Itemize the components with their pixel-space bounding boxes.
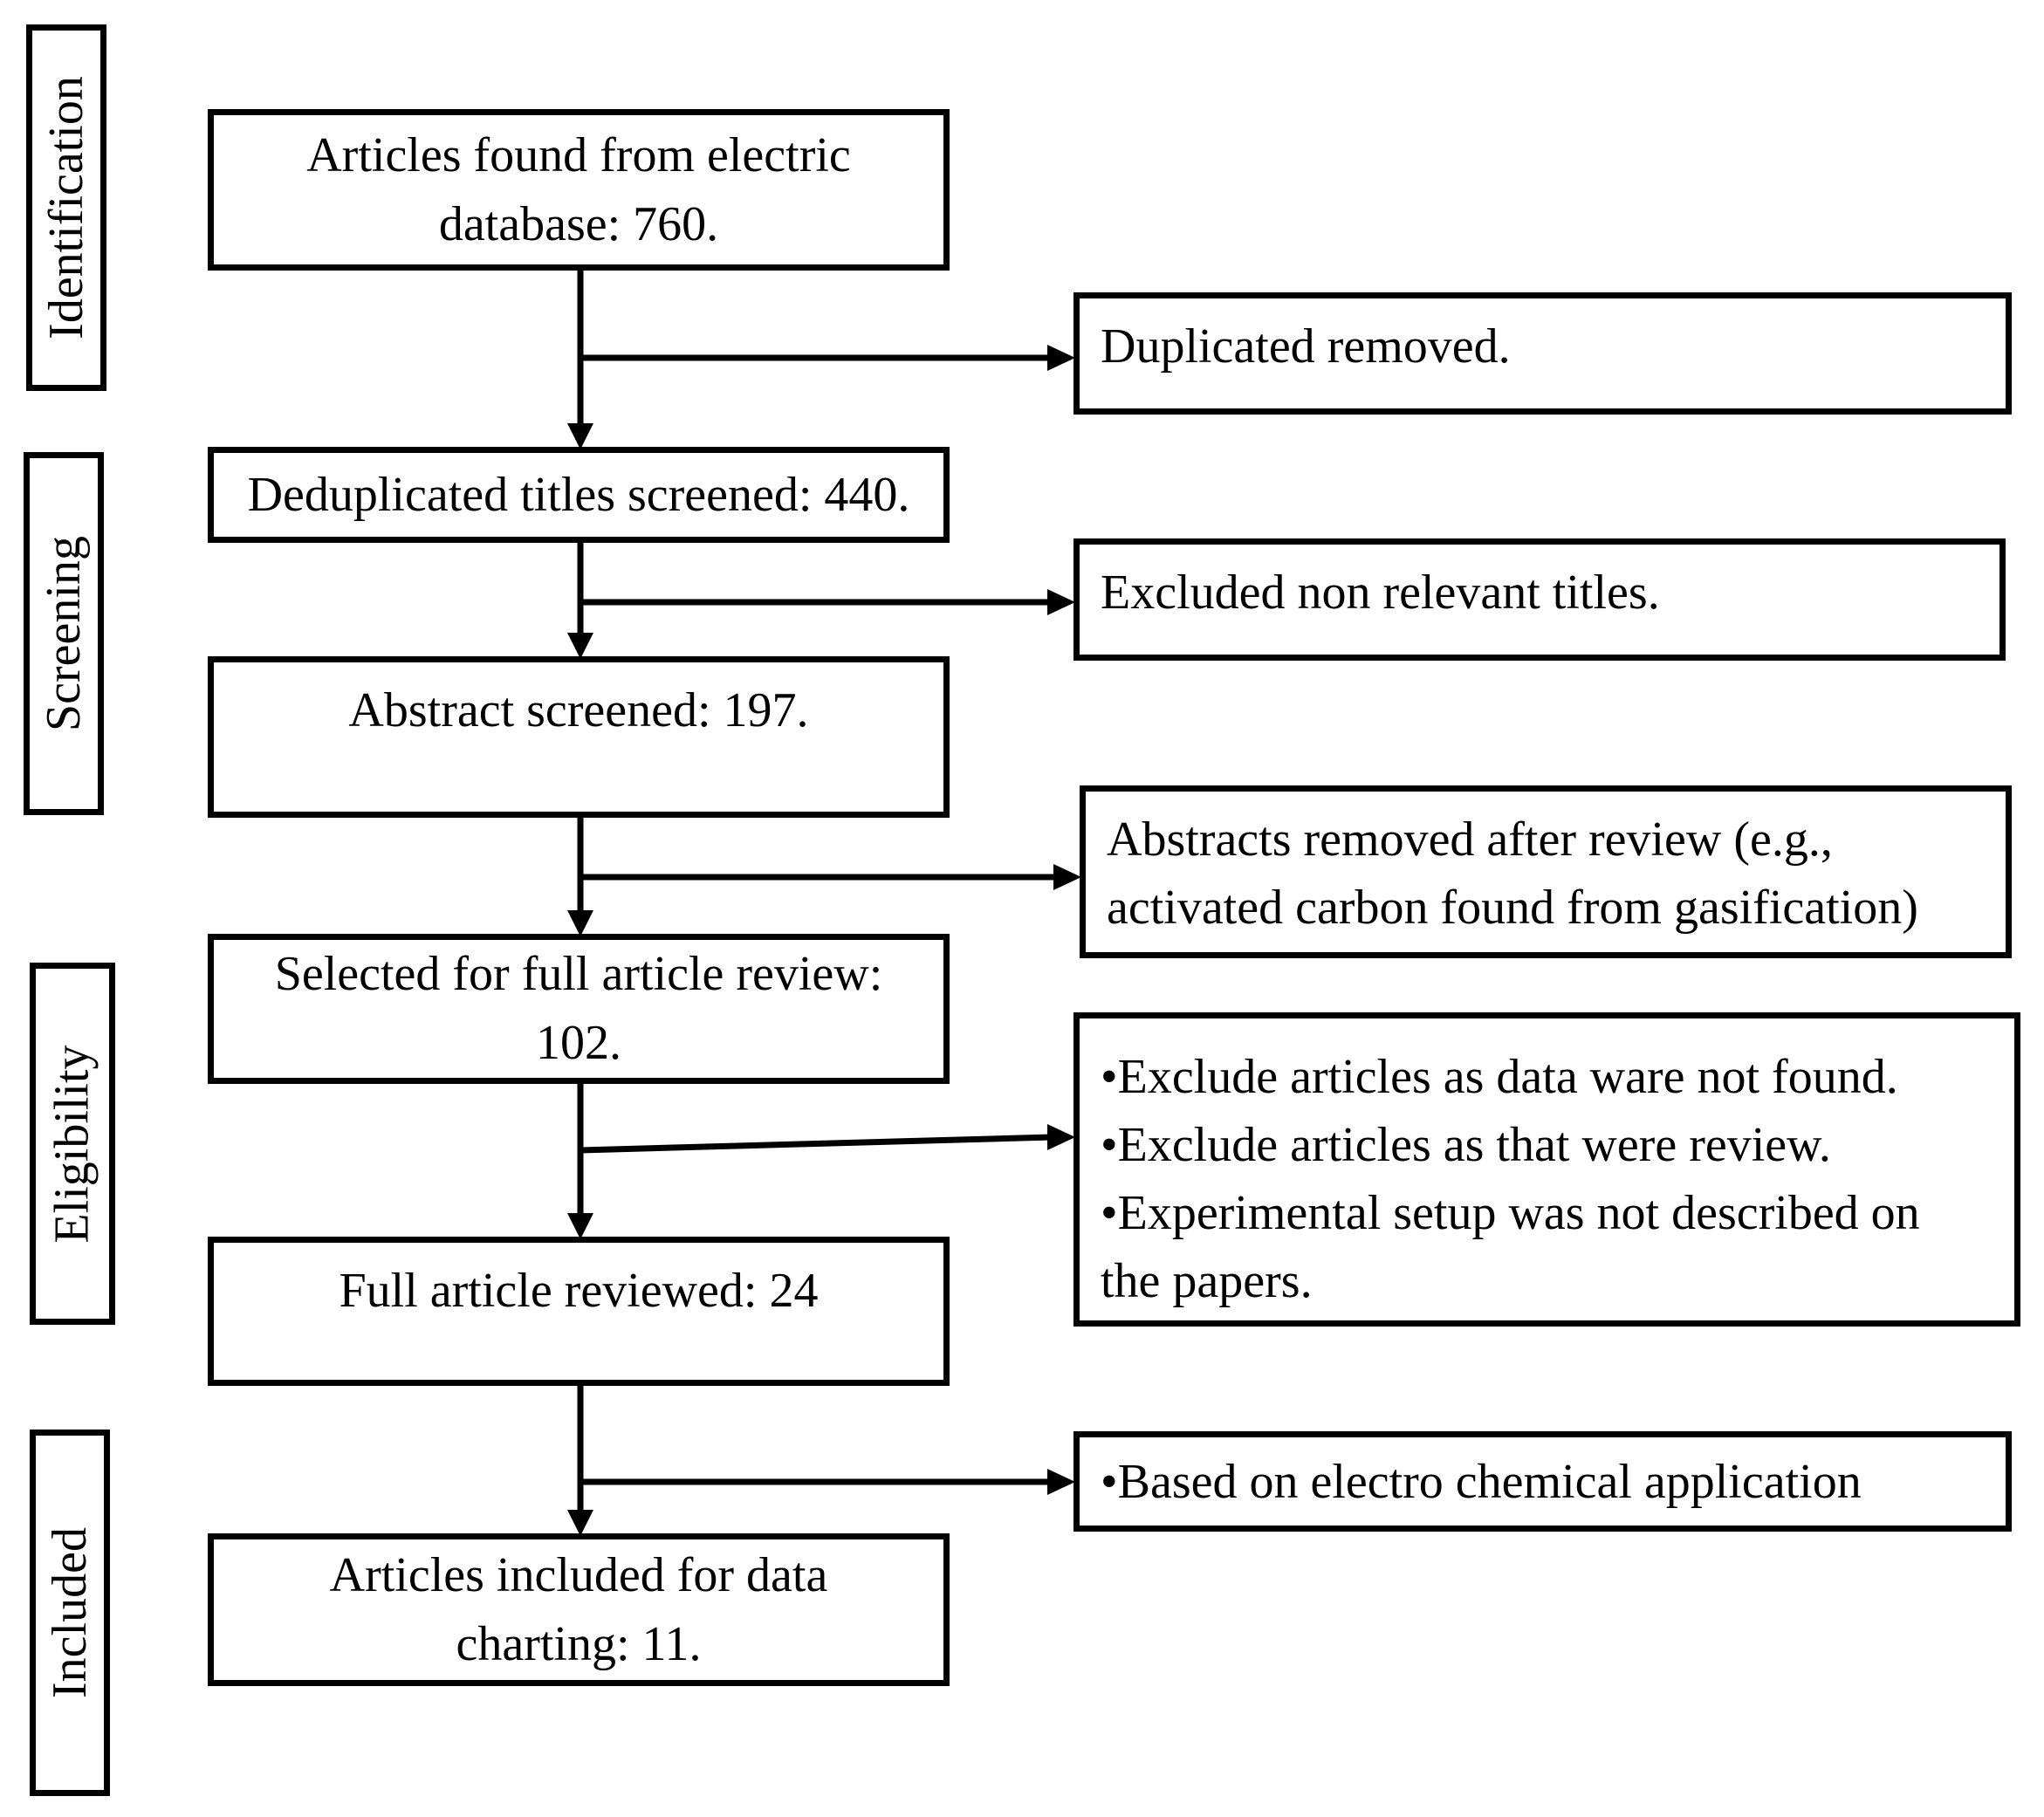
arrowhead-down-selected — [567, 910, 593, 936]
box-deduplicated-titles-text: Deduplicated titles screened: 440. — [247, 467, 910, 522]
stage-identification: Identification — [26, 24, 106, 391]
box-electrochemical-application-text: •Based on electro chemical application — [1101, 1455, 1862, 1509]
box-full-article-exclusions-line-2: •Exclude articles as that were review. — [1101, 1118, 1831, 1172]
box-duplicated-removed: Duplicated removed. — [1073, 292, 2012, 415]
arrowhead-right-application — [1047, 1469, 1075, 1495]
arrowhead-right-full-articles — [1047, 1124, 1075, 1150]
box-abstract-screened: Abstract screened: 197. — [208, 656, 950, 818]
arrowhead-right-duplicates — [1047, 345, 1075, 371]
box-articles-included-text: Articles included for data charting: 11. — [329, 1547, 828, 1671]
branch-to-full-articles — [580, 1134, 1053, 1154]
box-full-article-reviewed-text: Full article reviewed: 24 — [339, 1264, 819, 1318]
box-full-article-exclusions-line-4: the papers. — [1101, 1254, 1313, 1308]
box-abstracts-removed-line-2: activated carbon found from gasification… — [1107, 881, 1918, 935]
box-electrochemical-application: •Based on electro chemical application — [1073, 1431, 2012, 1532]
box-articles-found-text: Articles found from electric database: 7… — [306, 127, 851, 251]
stage-label-included: Included — [43, 1527, 98, 1698]
box-excluded-titles-text: Excluded non relevant titles. — [1101, 566, 1660, 620]
box-selected-full-review: Selected for full article review: 102. — [208, 934, 950, 1084]
stage-label-screening: Screening — [37, 536, 92, 731]
arrowhead-down-abstract — [567, 633, 593, 659]
arrowhead-down-deduplicated — [567, 423, 593, 449]
box-selected-full-review-text: Selected for full article review: 102. — [274, 947, 883, 1070]
stage-included: Included — [30, 1430, 110, 1796]
stage-eligibility: Eligibility — [30, 963, 115, 1325]
box-full-article-reviewed: Full article reviewed: 24 — [208, 1237, 950, 1386]
box-full-article-exclusions-line-1: •Exclude articles as data ware not found… — [1101, 1050, 1898, 1104]
arrowhead-down-full-review — [567, 1213, 593, 1239]
arrowhead-down-final — [567, 1510, 593, 1536]
stage-screening: Screening — [24, 452, 104, 815]
box-deduplicated-titles: Deduplicated titles screened: 440. — [208, 447, 950, 543]
stage-label-identification: Identification — [39, 76, 93, 339]
box-abstracts-removed-line-1: Abstracts removed after review (e.g., — [1107, 813, 1833, 867]
arrowhead-right-titles — [1047, 589, 1075, 615]
box-excluded-titles: Excluded non relevant titles. — [1073, 538, 2006, 661]
box-full-article-exclusions-line-3: •Experimental setup was not described on — [1101, 1186, 1920, 1240]
arrowhead-right-abstracts — [1053, 864, 1081, 890]
stage-label-eligibility: Eligibility — [45, 1044, 99, 1244]
box-articles-included: Articles included for data charting: 11. — [208, 1533, 950, 1686]
box-abstracts-removed: Abstracts removed after review (e.g., ac… — [1080, 785, 2012, 958]
box-articles-found: Articles found from electric database: 7… — [208, 109, 950, 271]
box-full-article-exclusions: •Exclude articles as data ware not found… — [1073, 1012, 2020, 1327]
box-duplicated-removed-text: Duplicated removed. — [1101, 319, 1511, 374]
box-abstract-screened-text: Abstract screened: 197. — [348, 683, 809, 737]
